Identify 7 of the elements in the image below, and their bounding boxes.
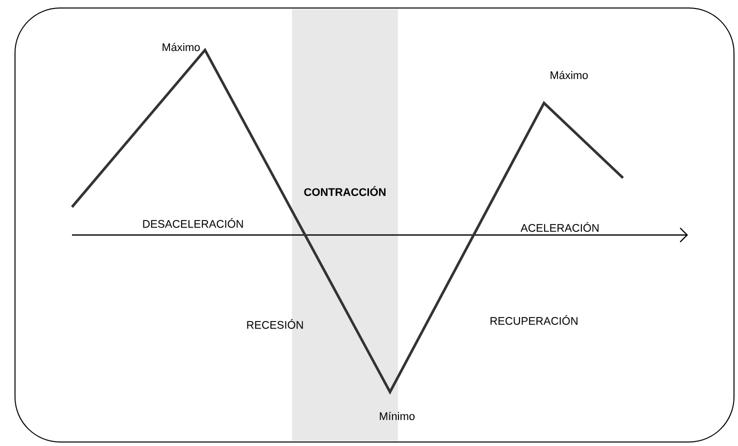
phase-label: DESACELERACIÓN (143, 218, 243, 228)
trough-label: Mínimo (380, 412, 415, 420)
phase-label: ACELERACIÓN (520, 222, 599, 232)
phase-label: RECESIÓN (247, 319, 303, 329)
peak-label: Máximo (550, 70, 588, 80)
peak-label: Máximo (162, 42, 200, 52)
phase-label: RECUPERACIÓN (490, 315, 578, 325)
